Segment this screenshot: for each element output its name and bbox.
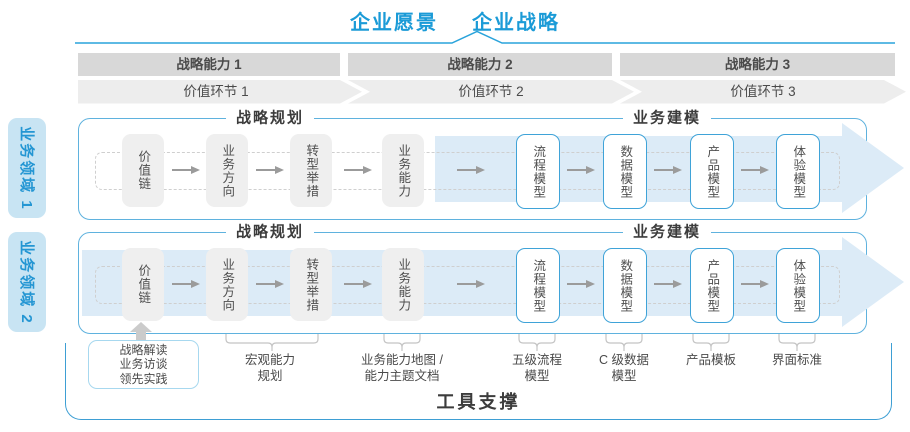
annotation-line: C 级数据 [598,353,650,367]
flow-band-arrow [842,237,904,327]
flow-arrow [172,166,200,174]
value-link-label-1: 价值环节 1 [183,84,249,99]
dashed-track [95,152,840,190]
up-arrow-shaft [136,331,146,341]
sidebar-domain-2: 业务领域 2 [8,232,46,332]
flow-arrow [567,280,595,288]
flow-arrow [344,166,372,174]
stage-label: 数据模型 [618,144,633,199]
stage-box-value-chain: 价值链 [122,248,164,321]
flow-arrow [457,280,485,288]
sidebar-domain-1: 业务领域 1 [8,118,46,218]
stage-label: 产品模型 [705,258,720,313]
stage-label: 数据模型 [618,258,633,313]
vision-title: 企业愿景 [350,12,438,34]
flow-arrow [741,280,769,288]
stage-box-experience-model: 体验模型 [776,134,820,209]
domain-row-1: 业务领域 1 战略规划 业务建模 价值链 业务方向 转型举措 业务能力 流程模型… [0,108,910,220]
value-link-label-3: 价值环节 3 [730,84,796,99]
stage-label: 转型举措 [304,257,319,312]
annotation-macro-capability-planning: 宏观能力 规划 [245,352,295,384]
stage-box-value-chain: 价值链 [122,134,164,207]
stage-box-process-model: 流程模型 [516,248,560,323]
stage-box-business-capability: 业务能力 [382,248,424,321]
annotation-capability-map: 业务能力地图 / 能力主题文档 [361,352,443,384]
strategy-title: 企业战略 [472,12,560,34]
stage-box-data-model: 数据模型 [603,248,647,323]
value-link-chevrons [78,80,906,104]
stage-label: 产品模型 [705,144,720,199]
stage-label: 价值链 [136,264,151,305]
planning-title: 战略规划 [225,108,315,128]
modeling-title: 业务建模 [622,108,712,128]
stage-label: 流程模型 [531,144,546,199]
stage-box-product-model: 产品模型 [690,134,734,209]
annotation-line: 五级流程 [511,353,563,367]
annotation-c-level-data-model: C 级数据 模型 [599,352,649,384]
value-link-label-2: 价值环节 2 [458,84,524,99]
header-titles: 企业愿景 企业战略 [0,6,910,35]
stage-label: 价值链 [136,150,151,191]
flow-arrow [256,166,284,174]
stage-box-business-capability: 业务能力 [382,134,424,207]
domain-row-2: 业务领域 2 战略规划 业务建模 价值链 业务方向 转型举措 业务能力 流程模型… [0,222,910,334]
flow-arrow [256,280,284,288]
stage-label: 体验模型 [791,258,806,313]
stage-box-experience-model: 体验模型 [776,248,820,323]
top-connector-line [75,30,895,44]
stage-box-product-model: 产品模型 [690,248,734,323]
flow-band-arrow [842,123,904,213]
annotation-line: 模型 [524,369,550,383]
bracket-connectors [225,334,816,351]
flow-arrow [457,166,485,174]
stage-label: 业务能力 [396,143,411,198]
capability-bar-2: 战略能力 2 [348,53,612,76]
sidebar-domain-1-label: 业务领域 1 [17,125,35,211]
stage-label: 转型举措 [304,143,319,198]
stage-label: 体验模型 [791,144,806,199]
practice-line: 业务访谈 [119,357,168,372]
up-arrow-icon [130,322,152,332]
stage-box-business-direction: 业务方向 [206,248,248,321]
stage-box-transformation-initiatives: 转型举措 [290,134,332,207]
stage-label: 流程模型 [531,258,546,313]
capability-bar-3: 战略能力 3 [620,53,895,76]
annotation-line: 规划 [257,369,283,383]
tool-support-container: 工具支撑 [65,343,892,420]
annotation-level5-process-model: 五级流程 模型 [512,352,562,384]
flow-arrow [741,166,769,174]
practice-note-box: 战略解读 业务访谈 领先实践 [88,340,199,389]
stage-label: 业务方向 [220,257,235,312]
practice-line: 战略解读 [119,342,168,357]
stage-box-transformation-initiatives: 转型举措 [290,248,332,321]
flow-arrow [172,280,200,288]
annotation-line: 业务能力地图 / [361,353,443,367]
capability-bar-1: 战略能力 1 [78,53,340,76]
flow-arrow [567,166,595,174]
annotation-line: 宏观能力 [244,353,296,367]
stage-box-process-model: 流程模型 [516,134,560,209]
flow-arrow [654,280,682,288]
annotation-product-template: 产品模板 [685,353,737,367]
annotation-ui-standard: 界面标准 [771,353,823,367]
flow-arrow [654,166,682,174]
modeling-title: 业务建模 [622,222,712,242]
stage-box-data-model: 数据模型 [603,134,647,209]
annotation-line: 能力主题文档 [364,369,440,383]
planning-title: 战略规划 [225,222,315,242]
stage-box-business-direction: 业务方向 [206,134,248,207]
sidebar-domain-2-label: 业务领域 2 [17,239,35,325]
stage-label: 业务能力 [396,257,411,312]
dashed-track [95,266,840,304]
practice-line: 领先实践 [119,371,168,386]
annotation-line: 模型 [611,369,637,383]
stage-label: 业务方向 [220,143,235,198]
tool-support-label: 工具支撑 [436,392,521,412]
flow-arrow [344,280,372,288]
